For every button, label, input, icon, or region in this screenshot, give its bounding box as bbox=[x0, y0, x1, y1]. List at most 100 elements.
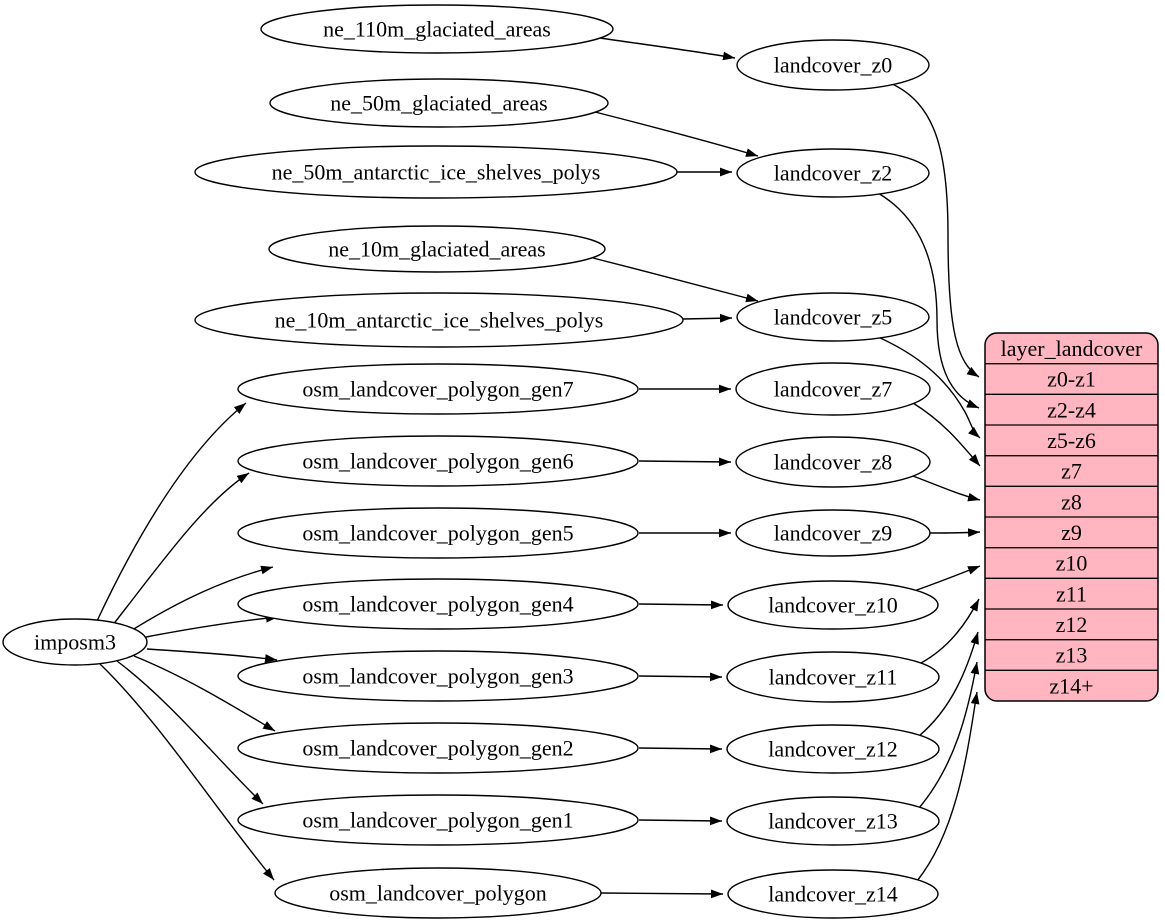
node-imposm3-label: imposm3 bbox=[34, 630, 116, 655]
node-osm-landcover-polygon-shape bbox=[274, 867, 602, 919]
node-osm-landcover-polygon-gen5: osm_landcover_polygon_gen5 bbox=[237, 507, 639, 559]
node-ne-50m-antarctic-ice-shelves-polys-shape bbox=[194, 145, 678, 199]
edge-z7-to-row-z7 bbox=[912, 402, 981, 467]
node-ne-110m-glaciated-areas: ne_110m_glaciated_areas bbox=[260, 4, 614, 54]
edge-z13-to-row-z13 bbox=[918, 661, 980, 809]
node-ne-10m-antarctic-ice-shelves-polys-label: ne_10m_antarctic_ice_shelves_polys bbox=[275, 308, 604, 333]
node-ne-10m-glaciated-areas: ne_10m_glaciated_areas bbox=[268, 225, 606, 273]
node-ne-10m-antarctic-ice-shelves-polys: ne_10m_antarctic_ice_shelves_polys bbox=[194, 292, 684, 348]
edge-imposm3-to-gen7 bbox=[96, 402, 247, 622]
node-ne-10m-antarctic-ice-shelves-polys-shape bbox=[194, 292, 684, 348]
node-ne-50m-antarctic-ice-shelves-polys-label: ne_50m_antarctic_ice_shelves_polys bbox=[272, 160, 601, 185]
edge-imposm3-to-gen2 bbox=[133, 655, 276, 732]
node-landcover-z7: landcover_z7 bbox=[735, 362, 931, 416]
node-ne-10m-glaciated-areas-shape bbox=[268, 225, 606, 273]
edge-ne110m-to-z0 bbox=[599, 37, 736, 61]
node-osm-landcover-polygon-gen2-shape bbox=[237, 722, 639, 774]
edge-gen4-to-z10 bbox=[638, 600, 724, 610]
node-osm-landcover-polygon-gen4-label: osm_landcover_polygon_gen4 bbox=[302, 592, 573, 617]
node-layer-landcover: layer_landcover z0-z1 z2-z4 z5-z6 z7 z8 … bbox=[984, 332, 1159, 702]
node-osm-landcover-polygon-gen1-label: osm_landcover_polygon_gen1 bbox=[302, 808, 573, 833]
node-landcover-z11: landcover_z11 bbox=[726, 651, 940, 703]
node-landcover-z8-shape bbox=[735, 436, 931, 488]
edge-z9-to-row-z9 bbox=[929, 528, 981, 538]
node-ne-50m-glaciated-areas-label: ne_50m_glaciated_areas bbox=[330, 91, 547, 116]
node-osm-landcover-polygon-gen6: osm_landcover_polygon_gen6 bbox=[237, 435, 639, 487]
node-osm-landcover-polygon-gen3-shape bbox=[237, 650, 639, 702]
edge-z14-to-row-z14plus bbox=[916, 691, 980, 882]
edge-imposm3-to-gen5 bbox=[128, 565, 274, 633]
node-osm-landcover-polygon-gen1-shape bbox=[237, 794, 639, 846]
node-landcover-z0-label: landcover_z0 bbox=[774, 53, 893, 78]
node-osm-landcover-polygon-gen2-label: osm_landcover_polygon_gen2 bbox=[302, 736, 573, 761]
node-landcover-z9-shape bbox=[735, 509, 931, 557]
node-osm-landcover-polygon-gen3-label: osm_landcover_polygon_gen3 bbox=[302, 664, 573, 689]
node-landcover-z11-shape bbox=[726, 651, 940, 703]
record-row-z7: z7 bbox=[1061, 459, 1082, 484]
node-landcover-z13-shape bbox=[726, 796, 940, 846]
edge-ne10m-glac-to-z5 bbox=[592, 257, 759, 303]
edge-z5-to-row-z5-z6 bbox=[877, 336, 981, 439]
edge-ne10m-ant-to-z5 bbox=[682, 313, 733, 323]
edge-gen1-to-z13 bbox=[638, 816, 723, 826]
edges bbox=[96, 37, 981, 899]
node-imposm3-shape bbox=[2, 618, 148, 666]
edge-imposm3-to-gen4 bbox=[145, 613, 279, 638]
node-landcover-z7-label: landcover_z7 bbox=[774, 377, 893, 402]
node-ne-110m-glaciated-areas-label: ne_110m_glaciated_areas bbox=[323, 17, 551, 42]
record-row-z5-z6: z5-z6 bbox=[1047, 428, 1096, 453]
node-landcover-z2-label: landcover_z2 bbox=[774, 161, 893, 186]
record-row-z2-z4: z2-z4 bbox=[1047, 397, 1096, 422]
node-landcover-z12-shape bbox=[726, 724, 940, 774]
node-ne-50m-glaciated-areas: ne_50m_glaciated_areas bbox=[269, 78, 609, 128]
node-landcover-z14-shape bbox=[727, 869, 939, 919]
node-landcover-z8: landcover_z8 bbox=[735, 436, 931, 488]
node-landcover-z9-label: landcover_z9 bbox=[774, 521, 893, 546]
node-landcover-z5-label: landcover_z5 bbox=[774, 305, 893, 330]
node-landcover-z0: landcover_z0 bbox=[736, 39, 930, 91]
edge-gen3-to-z11 bbox=[638, 672, 723, 682]
node-landcover-z11-label: landcover_z11 bbox=[769, 665, 898, 690]
node-landcover-z9: landcover_z9 bbox=[735, 509, 931, 557]
node-landcover-z0-shape bbox=[736, 39, 930, 91]
node-landcover-z12-label: landcover_z12 bbox=[768, 737, 898, 762]
node-ne-110m-glaciated-areas-shape bbox=[260, 4, 614, 54]
edge-gen6-to-z8 bbox=[638, 457, 732, 467]
edge-z11-to-row-z11 bbox=[920, 598, 980, 664]
node-landcover-z2: landcover_z2 bbox=[736, 148, 930, 198]
node-imposm3: imposm3 bbox=[2, 618, 148, 666]
node-osm-landcover-polygon: osm_landcover_polygon bbox=[274, 867, 602, 919]
node-osm-landcover-polygon-label: osm_landcover_polygon bbox=[329, 881, 547, 906]
record-row-z9: z9 bbox=[1061, 520, 1082, 545]
edge-z12-to-row-z12 bbox=[918, 631, 979, 737]
node-ne-10m-glaciated-areas-label: ne_10m_glaciated_areas bbox=[328, 237, 545, 262]
edge-imposm3-to-polygon bbox=[99, 663, 275, 881]
edge-imposm3-to-gen1 bbox=[116, 660, 264, 805]
node-landcover-z5: landcover_z5 bbox=[736, 292, 930, 342]
node-osm-landcover-polygon-gen4: osm_landcover_polygon_gen4 bbox=[237, 578, 639, 630]
edge-ne50m-glac-to-z2 bbox=[594, 111, 759, 157]
record-row-z8: z8 bbox=[1061, 489, 1082, 514]
node-landcover-z10-shape bbox=[727, 580, 939, 630]
edge-z10-to-row-z10 bbox=[913, 565, 981, 592]
node-osm-landcover-polygon-gen2: osm_landcover_polygon_gen2 bbox=[237, 722, 639, 774]
record-row-z10: z10 bbox=[1056, 551, 1088, 576]
node-landcover-z13-label: landcover_z13 bbox=[768, 809, 898, 834]
edge-z0-to-row-z0-z1 bbox=[889, 82, 980, 378]
node-landcover-z5-shape bbox=[736, 292, 930, 342]
record-row-z13: z13 bbox=[1056, 643, 1088, 668]
edge-z2-to-row-z2-z4 bbox=[877, 192, 980, 409]
node-osm-landcover-polygon-gen5-label: osm_landcover_polygon_gen5 bbox=[302, 521, 573, 546]
node-osm-landcover-polygon-gen1: osm_landcover_polygon_gen1 bbox=[237, 794, 639, 846]
node-osm-landcover-polygon-gen5-shape bbox=[237, 507, 639, 559]
node-ne-50m-antarctic-ice-shelves-polys: ne_50m_antarctic_ice_shelves_polys bbox=[194, 145, 678, 199]
node-landcover-z2-shape bbox=[736, 148, 930, 198]
record-row-z12: z12 bbox=[1056, 612, 1088, 637]
edge-imposm3-to-gen6 bbox=[111, 472, 250, 627]
edge-z8-to-row-z8 bbox=[912, 475, 981, 502]
node-landcover-z14-label: landcover_z14 bbox=[768, 882, 898, 907]
node-osm-landcover-polygon-gen4-shape bbox=[237, 578, 639, 630]
record-title: layer_landcover bbox=[1001, 336, 1143, 361]
node-osm-landcover-polygon-gen6-shape bbox=[237, 435, 639, 487]
